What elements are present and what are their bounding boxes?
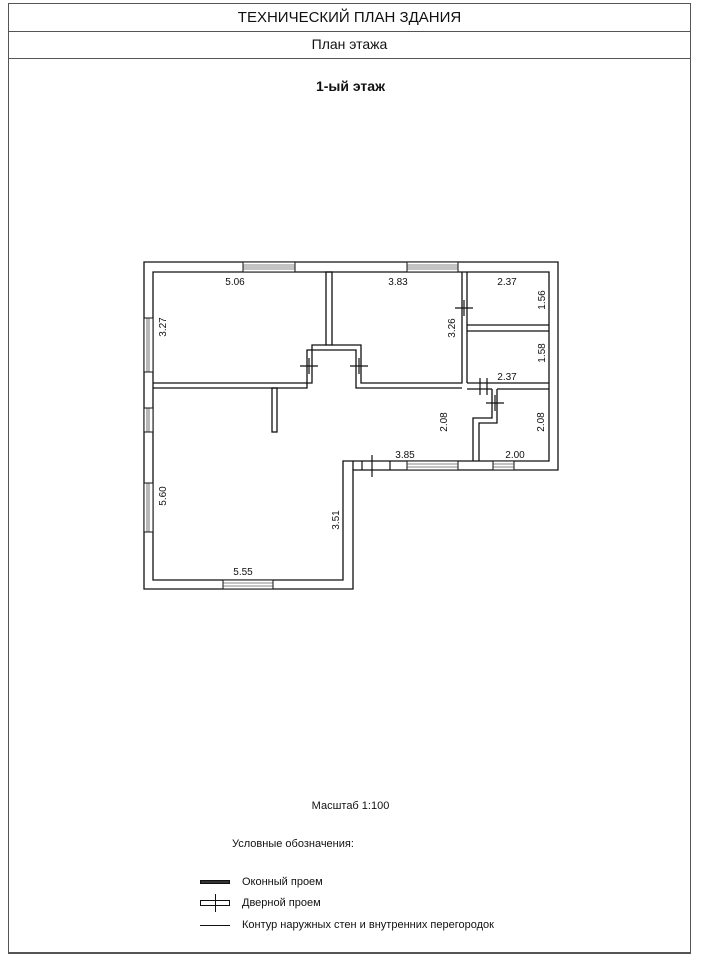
window: [406, 460, 459, 471]
window-opening-icon: [200, 877, 230, 887]
dimension-label: 2.37: [497, 277, 517, 288]
legend-item-wall: Контур наружных стен и внутренних перего…: [200, 919, 494, 931]
interior-wall: [325, 271, 333, 346]
door: [486, 395, 504, 411]
door-opening-icon: [200, 894, 230, 912]
dimension-label: 1.56: [537, 290, 548, 310]
dimension-label: 3.27: [158, 317, 169, 337]
dimension-label: 5.55: [233, 567, 253, 578]
outer-wall-inner: [152, 271, 550, 581]
legend-item-window: Оконный проем: [200, 876, 323, 888]
floor-label: 1-ый этаж: [315, 78, 385, 94]
bottom-border: [8, 952, 691, 954]
legend-label: Контур наружных стен и внутренних перего…: [242, 919, 494, 931]
dimension-label: 5.06: [225, 277, 245, 288]
dimension-label: 2.08: [439, 412, 450, 432]
dimension-label: 2.37: [497, 372, 517, 383]
dimension-label: 2.08: [536, 412, 547, 432]
wall-contour-icon: [200, 920, 230, 930]
interior-wall: [271, 387, 278, 433]
door: [479, 378, 488, 395]
dimension-label: 5.60: [158, 486, 169, 506]
window: [222, 579, 274, 590]
document-title: ТЕХНИЧЕСКИЙ ПЛАН ЗДАНИЯ: [9, 4, 690, 32]
dimension-label: 3.51: [331, 510, 342, 530]
door: [361, 455, 391, 477]
scale-label: Масштаб 1:100: [311, 800, 390, 812]
window: [143, 482, 154, 533]
door: [300, 358, 318, 374]
outer-wall-outer: [143, 261, 559, 590]
legend-item-door: Дверной проем: [200, 894, 321, 912]
interior-wall: [153, 272, 463, 389]
dimension-label: 1.58: [537, 343, 548, 363]
dimension-label: 3.85: [395, 450, 415, 461]
legend-label: Дверной проем: [242, 897, 321, 909]
interior-wall: [466, 272, 549, 390]
legend-title: Условные обозначения:: [232, 838, 354, 850]
dimension-label: 3.26: [447, 318, 458, 338]
door: [455, 300, 473, 316]
window: [143, 317, 154, 373]
dimension-label: 2.00: [505, 450, 525, 461]
door: [350, 358, 368, 374]
dimension-label: 3.83: [388, 277, 408, 288]
document-subtitle: План этажа: [9, 31, 690, 59]
window: [492, 460, 515, 471]
legend-label: Оконный проем: [242, 876, 323, 888]
window: [143, 407, 154, 433]
